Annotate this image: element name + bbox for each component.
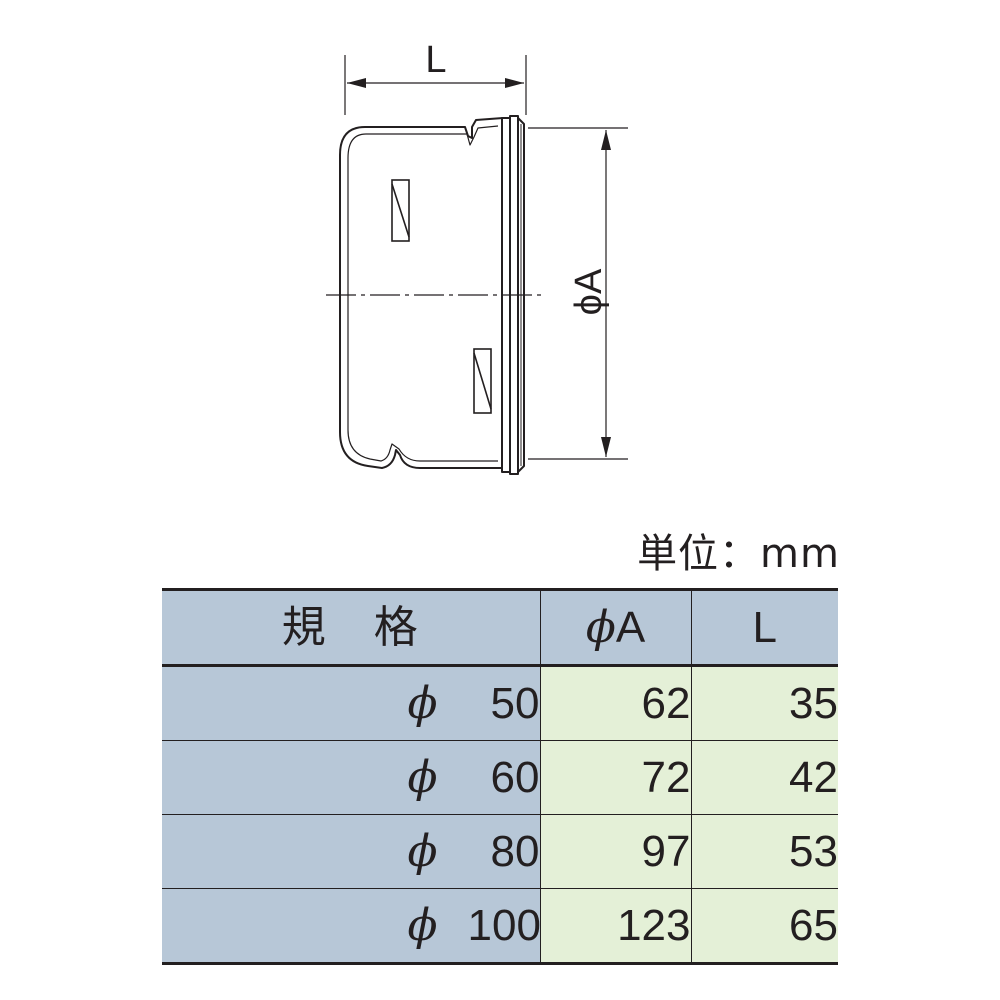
phiA-cell: 72 xyxy=(539,740,691,815)
phiA-cell: 97 xyxy=(539,814,691,889)
L-cell: 65 xyxy=(690,888,838,964)
phiA-cell: 62 xyxy=(539,665,691,741)
unit-label: 単位：mm xyxy=(637,531,840,577)
dim-L-label: L xyxy=(425,39,446,81)
L-cell: 53 xyxy=(690,814,838,889)
header-L: L xyxy=(690,589,838,667)
end-cap-drawing: L ϕA xyxy=(326,39,628,475)
dimension-phiA xyxy=(528,127,628,460)
table-header-row: 規格 ϕA L xyxy=(162,589,838,667)
L-cell: 35 xyxy=(690,665,838,741)
header-spec: 規格 xyxy=(162,589,540,667)
phiA-cell: 123 xyxy=(539,888,691,964)
upper-slot xyxy=(391,179,410,242)
dim-phiA-label: ϕA xyxy=(568,268,610,315)
dimension-L xyxy=(344,55,527,115)
lower-slot xyxy=(473,348,492,414)
L-cell: 42 xyxy=(690,740,838,815)
header-phiA: ϕA xyxy=(539,589,691,667)
